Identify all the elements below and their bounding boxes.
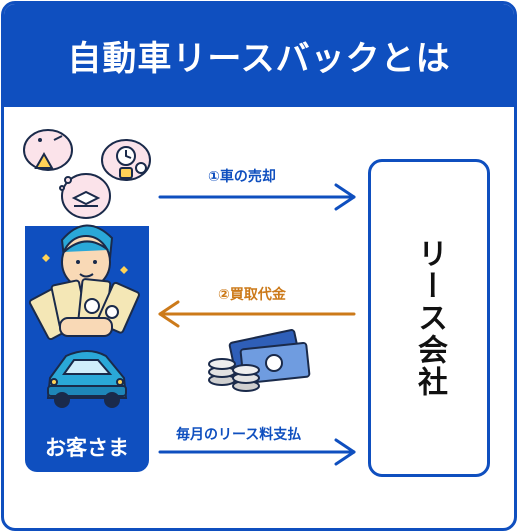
cash-coins-icon (208, 329, 311, 392)
flow-label-monthly: 毎月のリース料支払 (176, 427, 302, 443)
person-icon (42, 224, 128, 289)
flow-label-payment: ②買取代金 (218, 287, 286, 303)
header: 自動車リースバックとは (4, 4, 514, 107)
car-icon (46, 350, 128, 408)
lease-company-box: リース会社 (368, 159, 490, 477)
arrow-sale (158, 183, 356, 211)
arrow-monthly (158, 438, 356, 466)
diagram-title: 自動車リースバックとは (67, 39, 451, 79)
money-fan-icon (28, 278, 140, 341)
customer-label: お客さま (45, 436, 129, 460)
lease-company-label: リース会社 (412, 238, 447, 398)
flow-label-sale: ①車の売却 (208, 169, 276, 185)
thought-cloud-icon (23, 129, 151, 219)
arrow-payment (158, 300, 356, 328)
